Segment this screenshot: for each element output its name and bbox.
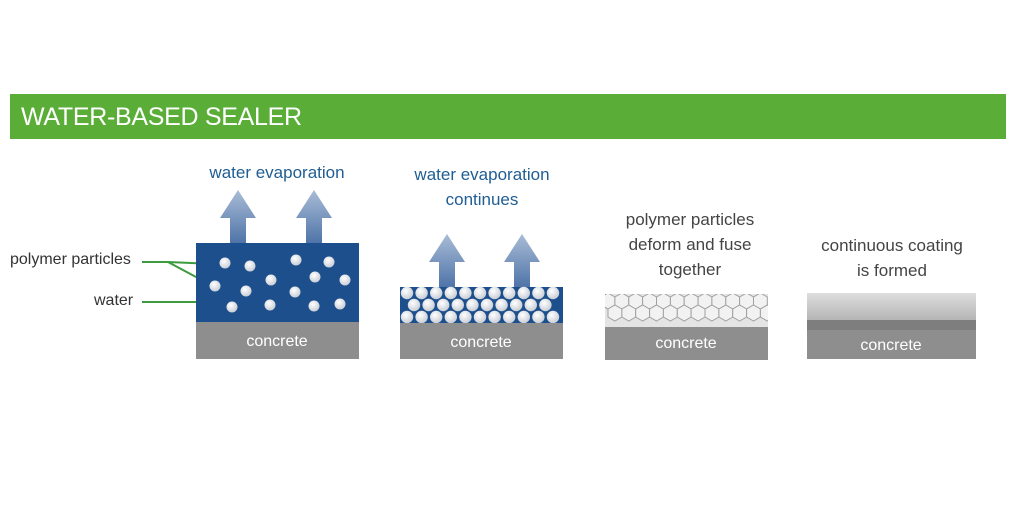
stage1-illustration: concrete: [196, 190, 359, 359]
fused-cell: [621, 304, 637, 322]
polymer-particle: [430, 286, 443, 300]
evaporation-arrow-icon: [296, 190, 332, 243]
polymer-particle: [444, 310, 457, 324]
polymer-particle: [473, 310, 487, 324]
fused-cell: [759, 304, 768, 322]
polymer-particle: [459, 286, 472, 300]
fused-cell: [718, 304, 734, 322]
fused-cell: [676, 304, 692, 322]
fused-cell: [649, 304, 664, 322]
continuous-coating: [807, 293, 976, 320]
fused-cell: [690, 304, 706, 322]
concrete-block: [807, 330, 976, 359]
fused-cell: [662, 304, 678, 322]
polymer-particle: [517, 286, 530, 300]
concrete-label: concrete: [450, 334, 511, 351]
fused-cell: [732, 304, 748, 322]
stage2-illustration: concrete: [400, 234, 563, 359]
polymer-particle: [444, 286, 457, 300]
water-label: water: [94, 292, 134, 309]
polymer-particle: [407, 298, 421, 312]
stage1-caption: water evaporation: [195, 160, 359, 185]
polymer-particle: [539, 298, 552, 312]
concrete-label: concrete: [860, 337, 921, 354]
stage3-caption: polymer particles deform and fuse togeth…: [605, 207, 775, 282]
stage2-caption-line: water evaporation: [414, 165, 550, 184]
stage4-caption-line: continuous coating: [821, 236, 963, 255]
concrete-block: [605, 327, 768, 360]
stage4-caption-line: is formed: [857, 261, 927, 280]
stage4-caption: continuous coating is formed: [802, 233, 982, 283]
header-title: WATER-BASED SEALER: [21, 103, 302, 131]
polymer-particle: [400, 286, 414, 300]
concrete-label: concrete: [246, 333, 307, 350]
stage2-caption-line: continues: [445, 190, 519, 209]
polymer-particle: [495, 298, 508, 312]
polymer-particle: [422, 298, 435, 312]
stage3-caption-line: polymer particles: [625, 210, 755, 229]
polymer-particle: [503, 286, 516, 300]
polymer-particle: [503, 310, 516, 324]
evaporation-arrow-icon: [429, 234, 465, 287]
polymer-particle: [480, 298, 494, 312]
polymer-particle: [546, 286, 560, 300]
water-layer: [196, 243, 359, 322]
polymer-particle: [488, 310, 501, 324]
polymer-particle: [437, 298, 450, 312]
fused-cell: [607, 304, 623, 322]
polymer-particle: [430, 310, 443, 324]
concrete-block: [400, 323, 563, 359]
polymer-particle: [546, 310, 560, 324]
header-bar: WATER-BASED SEALER: [10, 94, 1006, 139]
concrete-label: concrete: [655, 335, 716, 352]
polymer-particles: [209, 254, 351, 313]
stage1-caption-line: water evaporation: [209, 163, 345, 182]
polymer-particle: [459, 310, 472, 324]
fused-polymer-cells: [605, 294, 768, 322]
stage3-illustration: concrete: [605, 294, 768, 360]
fused-cell: [704, 304, 720, 322]
polymer-particle: [517, 310, 530, 324]
fused-cell: [635, 304, 651, 322]
polymer-particle: [466, 298, 479, 312]
packed-polymer-particles: [400, 286, 560, 324]
polymer-particle: [415, 286, 428, 300]
stage4-illustration: concrete: [807, 293, 976, 359]
polymer-particle: [532, 310, 545, 324]
fused-cell: [746, 304, 761, 322]
polymer-particle: [524, 298, 537, 312]
polymer-particle: [400, 310, 414, 324]
polymer-particle: [473, 286, 487, 300]
polymer-particles-label: polymer particles: [10, 251, 131, 268]
stage3-caption-line: together: [658, 260, 722, 279]
coating-bond-line: [807, 320, 976, 330]
polymer-particle: [532, 286, 545, 300]
stage3-caption-line: deform and fuse: [628, 235, 752, 254]
polymer-particle: [510, 298, 523, 312]
polymer-particle: [415, 310, 428, 324]
polymer-particle: [451, 298, 464, 312]
evaporation-arrow-icon: [504, 234, 540, 287]
evaporation-arrow-icon: [220, 190, 256, 243]
concrete-block: [196, 322, 359, 359]
polymer-particle: [488, 286, 501, 300]
stage2-caption: water evaporation continues: [397, 162, 567, 212]
